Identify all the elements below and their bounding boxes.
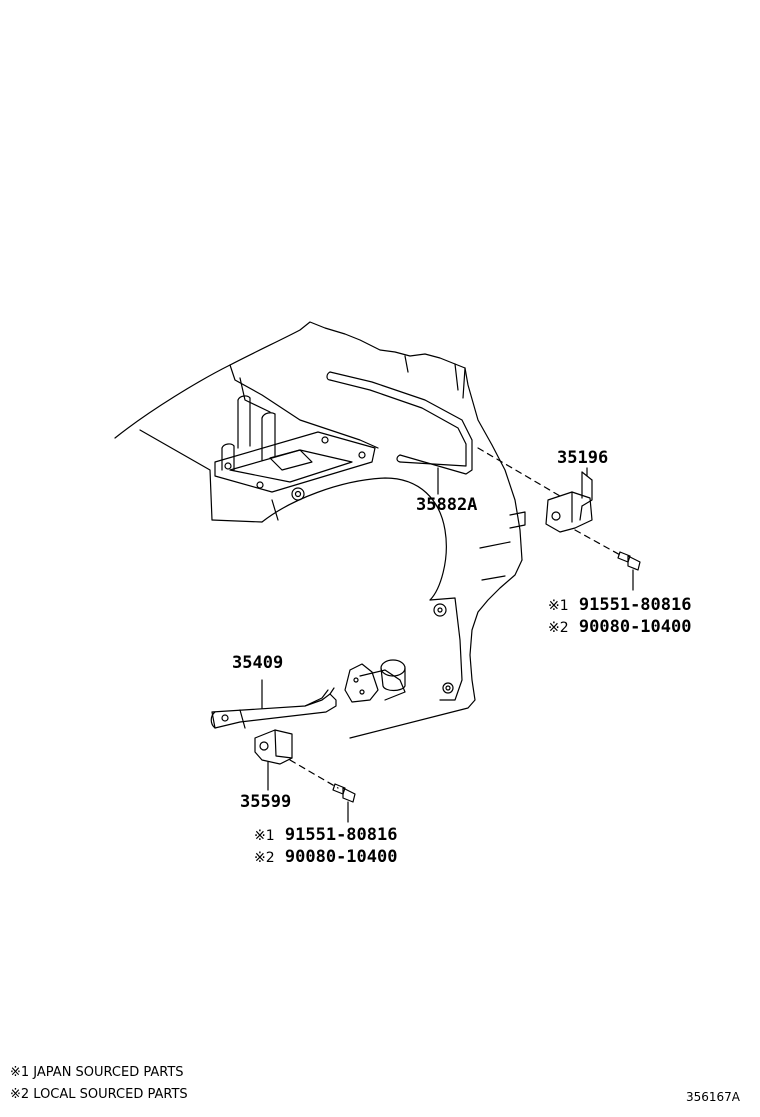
bolt-lower	[333, 784, 355, 822]
lower-fastener-mark2: ※2	[254, 850, 275, 866]
diagram-reference-number: 356167A	[686, 1090, 741, 1104]
transmission-housing	[115, 322, 525, 738]
upper-fastener-line1: ※1 91551-80816	[548, 597, 691, 614]
shift-lever-assembly	[345, 660, 405, 702]
bracket-35599	[255, 730, 292, 790]
part-label-35599: 35599	[240, 792, 292, 812]
bolt-upper	[618, 552, 640, 590]
dashed-leader-bolt-upper	[575, 530, 622, 556]
upper-fastener-mark1: ※1	[548, 598, 569, 614]
lever-35409	[211, 680, 336, 728]
part-label-35882A: 35882A	[416, 495, 478, 515]
upper-fastener-mark2: ※2	[548, 620, 569, 636]
lower-fastener-mark1: ※1	[254, 828, 275, 844]
lower-fastener-number1: 91551-80816	[284, 825, 398, 845]
part-label-35196: 35196	[557, 448, 609, 468]
lower-fastener-number2: 90080-10400	[284, 847, 398, 867]
legend-note-local: ※2 LOCAL SOURCED PARTS	[10, 1087, 188, 1102]
dashed-leader-bolt-lower	[290, 760, 338, 788]
part-label-35409: 35409	[232, 653, 284, 673]
breather-pipe-35882A	[327, 372, 472, 494]
dashed-leader-35196	[478, 448, 560, 496]
legend-note-japan: ※1 JAPAN SOURCED PARTS	[10, 1065, 184, 1080]
upper-fastener-line2: ※2 90080-10400	[548, 619, 691, 636]
upper-fastener-number2: 90080-10400	[578, 617, 692, 637]
bracket-35196	[546, 468, 592, 532]
upper-fastener-number1: 91551-80816	[578, 595, 692, 615]
lower-fastener-line2: ※2 90080-10400	[254, 849, 397, 866]
lower-fastener-line1: ※1 91551-80816	[254, 827, 397, 844]
